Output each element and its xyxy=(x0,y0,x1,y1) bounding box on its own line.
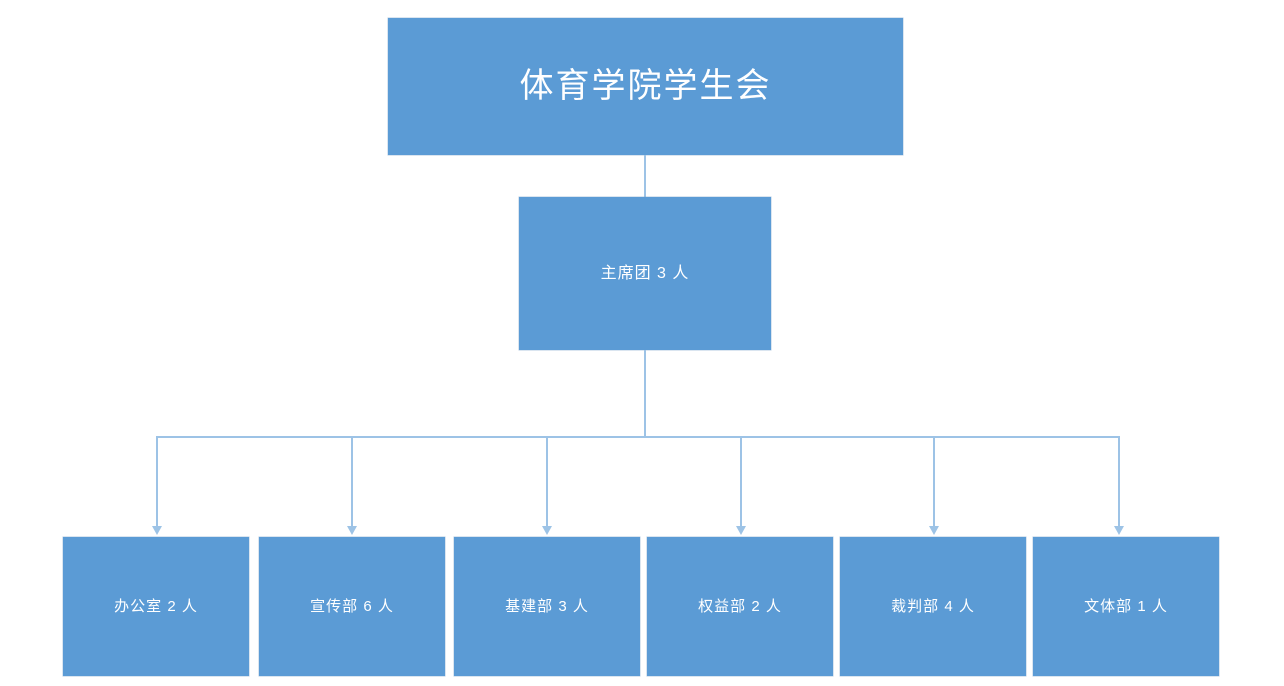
org-node-presidium[interactable]: 主席团 3 人 xyxy=(519,197,771,350)
connector-drop-office xyxy=(156,436,158,528)
arrow-head-culture-sports-icon xyxy=(1113,526,1124,535)
arrow-head-publicity-icon xyxy=(346,526,357,535)
connector-drop-referee xyxy=(933,436,935,528)
arrow-head-rights-icon xyxy=(735,526,746,535)
org-node-department-infrastructure-label: 基建部 3 人 xyxy=(505,597,589,615)
org-node-department-rights[interactable]: 权益部 2 人 xyxy=(647,537,833,676)
org-node-root-label: 体育学院学生会 xyxy=(519,67,772,106)
org-node-department-publicity[interactable]: 宣传部 6 人 xyxy=(259,537,445,676)
connector-horizontal-bus xyxy=(157,436,1119,438)
org-node-department-office[interactable]: 办公室 2 人 xyxy=(63,537,249,676)
org-node-department-culture-sports-label: 文体部 1 人 xyxy=(1084,597,1168,615)
arrow-head-referee-icon xyxy=(928,526,939,535)
org-node-root[interactable]: 体育学院学生会 xyxy=(388,18,903,155)
org-node-department-referee-label: 裁判部 4 人 xyxy=(891,597,975,615)
org-node-department-culture-sports[interactable]: 文体部 1 人 xyxy=(1033,537,1219,676)
connector-drop-infrastructure xyxy=(546,436,548,528)
org-node-department-rights-label: 权益部 2 人 xyxy=(698,597,782,615)
arrow-head-office-icon xyxy=(151,526,162,535)
org-node-department-infrastructure[interactable]: 基建部 3 人 xyxy=(454,537,640,676)
connector-drop-culture-sports xyxy=(1118,436,1120,528)
connector-drop-rights xyxy=(740,436,742,528)
org-node-presidium-label: 主席团 3 人 xyxy=(600,264,690,282)
org-node-department-referee[interactable]: 裁判部 4 人 xyxy=(840,537,1026,676)
connector-root-to-presidium xyxy=(644,155,646,197)
arrow-head-infrastructure-icon xyxy=(541,526,552,535)
org-node-department-office-label: 办公室 2 人 xyxy=(114,597,198,615)
connector-drop-publicity xyxy=(351,436,353,528)
org-node-department-publicity-label: 宣传部 6 人 xyxy=(310,597,394,615)
connector-presidium-stem xyxy=(644,350,646,437)
